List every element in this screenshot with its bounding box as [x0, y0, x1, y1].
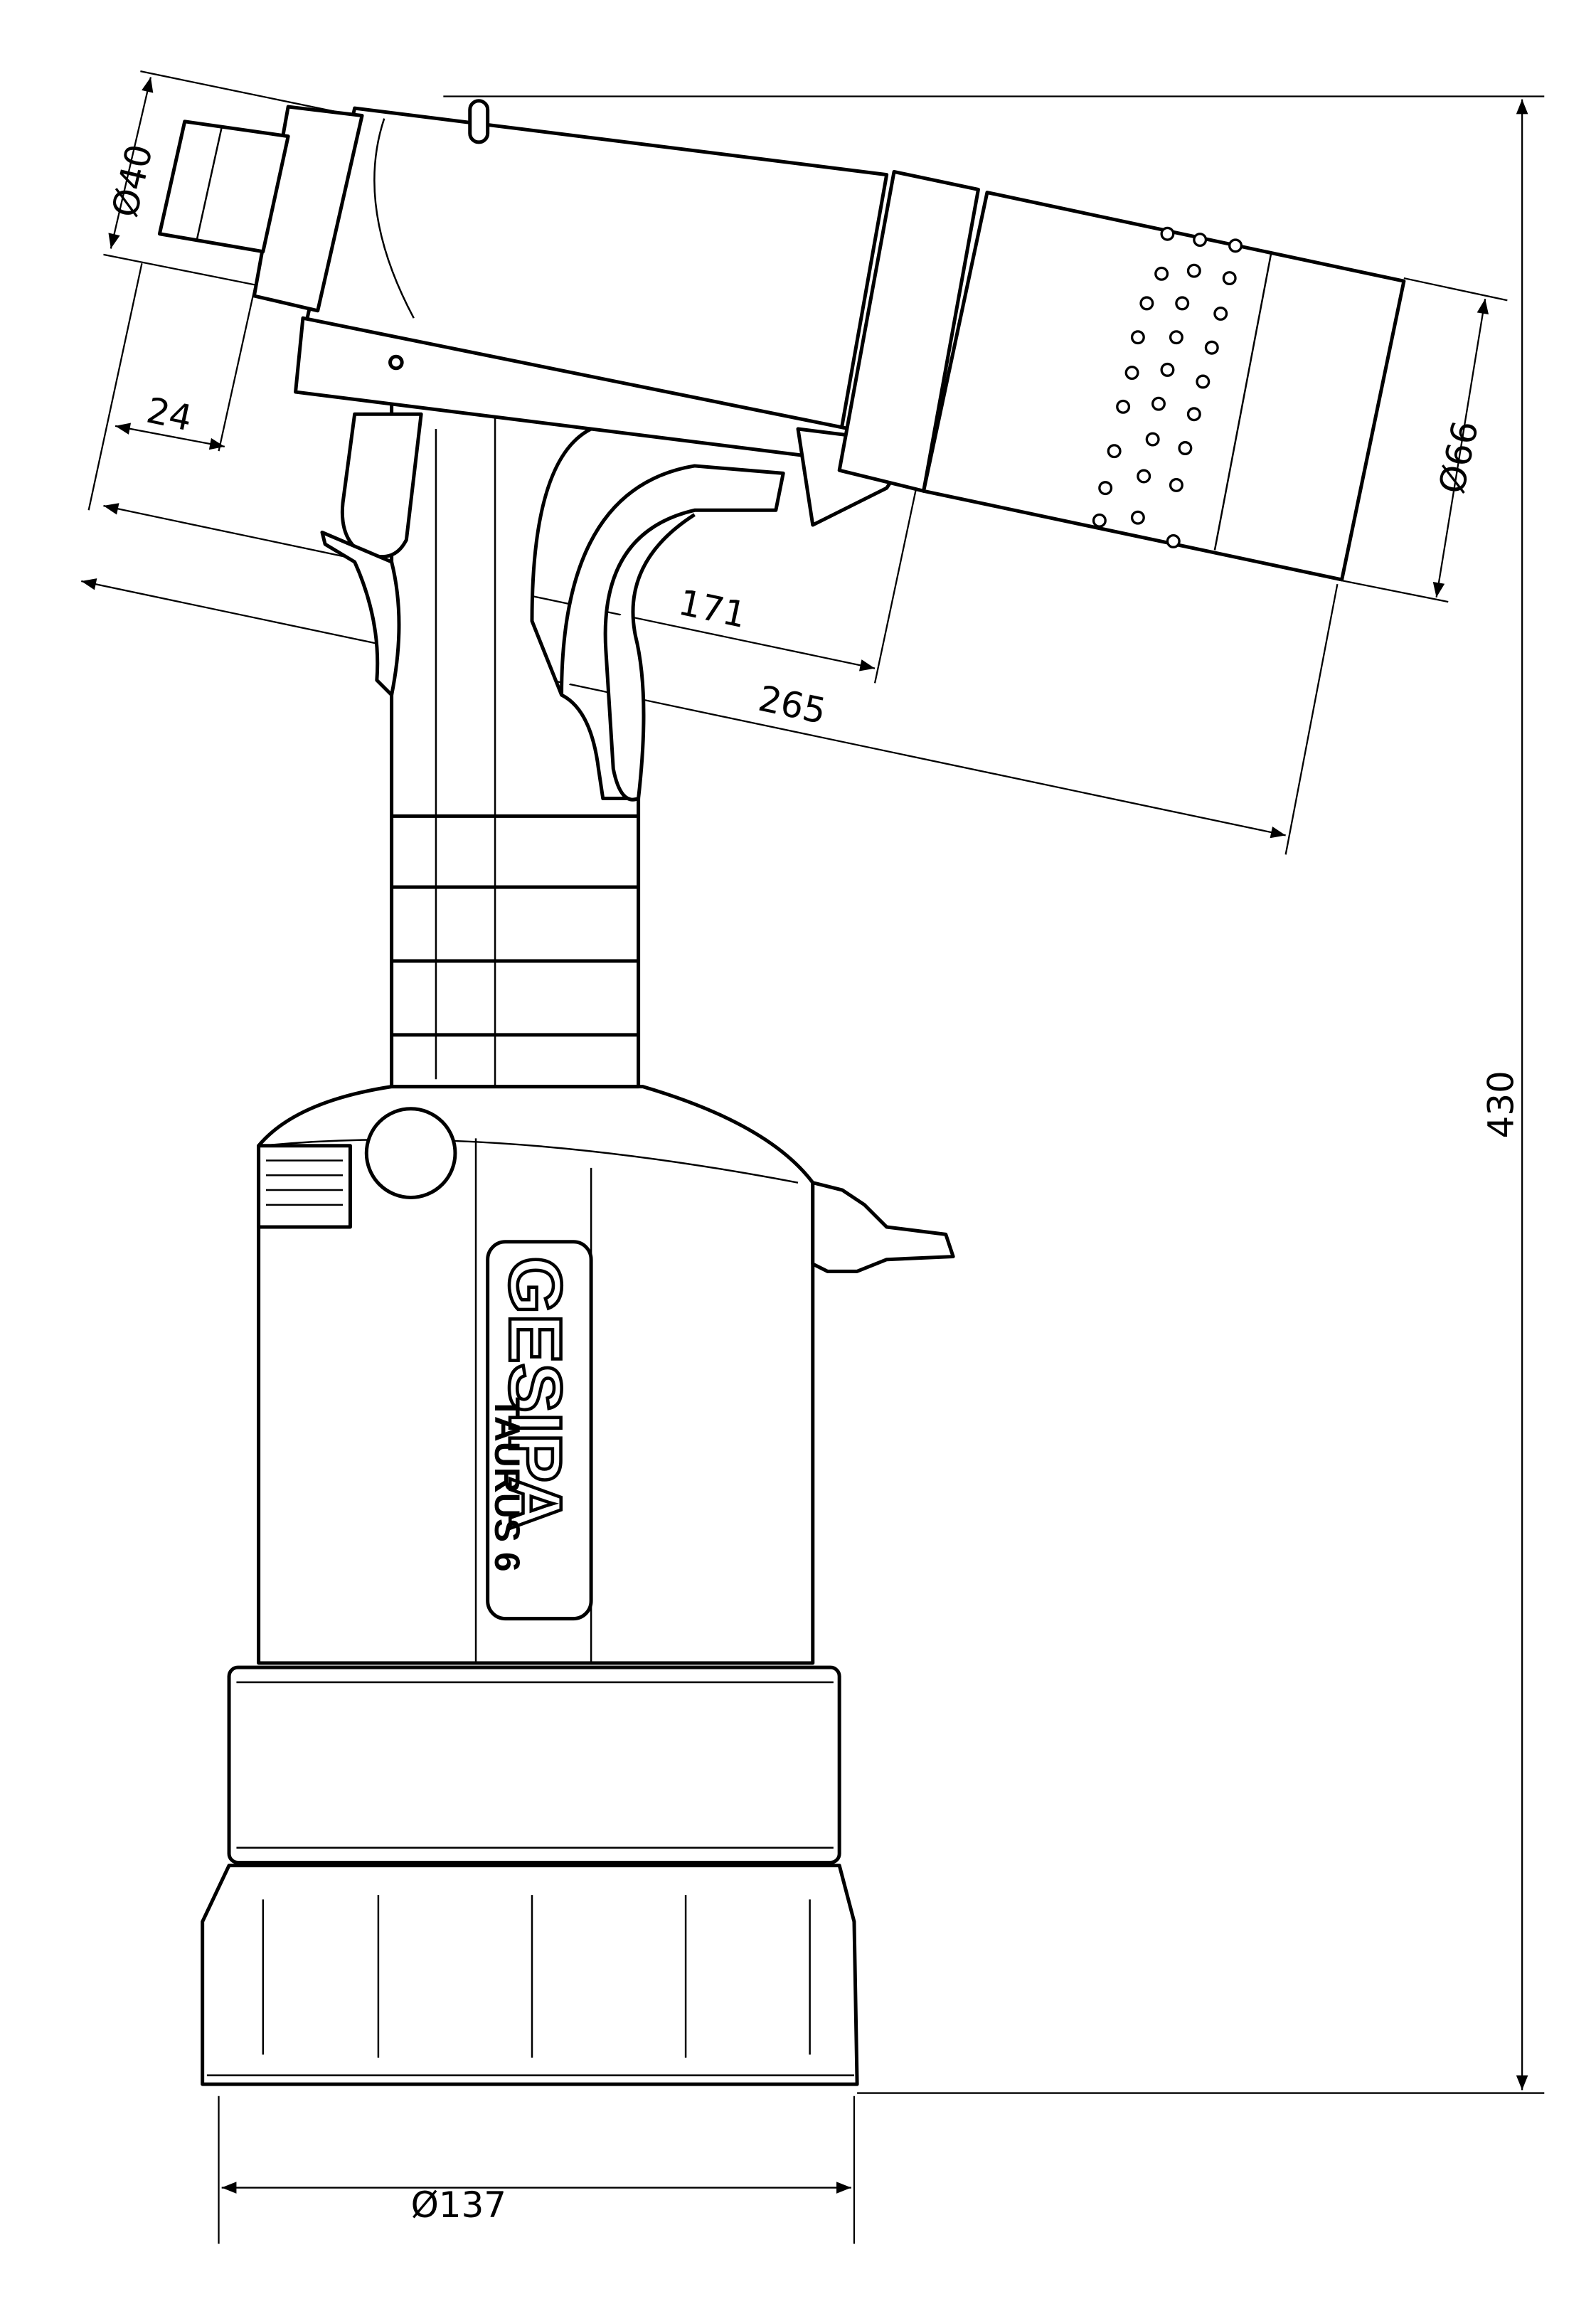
head-length-dimension	[81, 578, 1286, 839]
nose-piece	[157, 119, 290, 254]
trigger-lever	[320, 530, 401, 697]
handle-grip	[390, 397, 641, 1089]
logo-plate	[486, 1240, 593, 1621]
head-slot	[468, 99, 490, 144]
head-length-label: 265	[755, 678, 829, 733]
release-knob	[364, 1107, 457, 1199]
air-inlet-fitting	[811, 1181, 955, 1273]
vent-holes	[1092, 226, 1243, 548]
nose-diameter-dimension	[108, 77, 154, 249]
nose-diameter-label: Ø40	[104, 141, 161, 221]
logo-brand: GESIPA	[494, 1257, 576, 1531]
base-cup	[201, 1864, 859, 2086]
cylinder-diameter-dimension	[1432, 298, 1489, 598]
rivet-tool: GESIPA TAURUS 6	[157, 99, 1406, 2086]
nose-length-dimension	[115, 423, 225, 450]
cylinder	[922, 191, 1406, 582]
base-ribs	[262, 1895, 811, 2058]
grip-bands	[391, 814, 639, 1037]
side-button	[257, 1144, 352, 1229]
logo-model: TAURUS 6	[487, 1397, 527, 1572]
base-ring	[227, 1665, 841, 1864]
air-hose-loop	[560, 464, 785, 802]
height-label: 430	[1481, 1071, 1522, 1138]
cylinder-diameter-label: Ø66	[1431, 417, 1486, 497]
base-diameter-label: Ø137	[411, 2184, 506, 2226]
nose-length-label: 24	[143, 390, 196, 440]
